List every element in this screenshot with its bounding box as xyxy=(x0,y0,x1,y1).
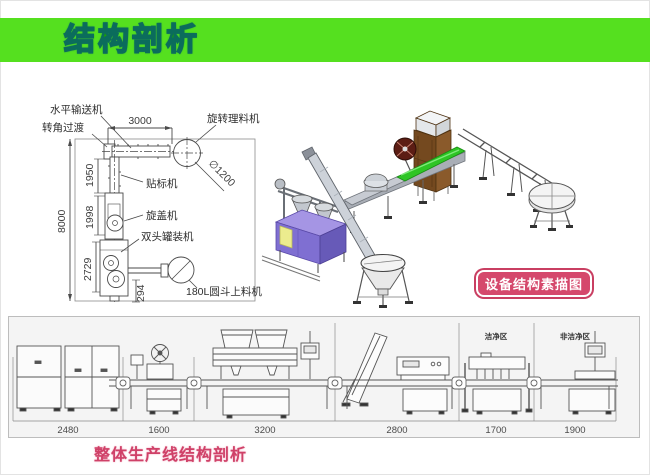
label-corner-transition: 转角过渡 xyxy=(42,121,84,134)
dim-1998: 1998 xyxy=(84,205,96,229)
section-dimensions: 2480 1600 3200 2800 1700 1900 xyxy=(57,425,585,436)
plan-schematic: 水平输送机 转角过渡 3000 旋转理料机 ∅1200 1950 贴标机 199… xyxy=(42,103,262,303)
filler-box xyxy=(99,239,129,297)
cabinet-units xyxy=(16,345,120,412)
rotary-table xyxy=(528,182,576,231)
label-reel xyxy=(393,137,417,173)
label-capper: 旋盖机 xyxy=(146,209,178,222)
dim-1950: 1950 xyxy=(84,163,96,187)
labeler-station xyxy=(130,344,182,415)
label-rotary-sorter: 旋转理料机 xyxy=(207,112,260,125)
elevator-and-sealer xyxy=(341,332,450,415)
header-bar xyxy=(0,18,650,62)
capper-circle xyxy=(106,214,124,232)
elevation-caption: 整体生产线结构剖析 xyxy=(94,447,248,464)
dome-turntable xyxy=(363,173,389,192)
dim-294: 294 xyxy=(135,284,147,302)
label-labeler: 贴标机 xyxy=(146,177,178,190)
dim-8000: 8000 xyxy=(56,209,68,233)
dim-1600: 1600 xyxy=(148,425,169,436)
dim-3200: 3200 xyxy=(254,425,275,436)
zone-labels: 洁净区 非洁净区 xyxy=(485,331,591,341)
dim-2729: 2729 xyxy=(82,257,94,281)
elevation-drawing: 2480 1600 3200 2800 1700 1900 洁净区 非洁净区 xyxy=(12,323,618,436)
section-dividers xyxy=(12,323,617,421)
conveyor-couplings xyxy=(115,376,542,390)
capping-station xyxy=(461,352,533,415)
dim-2800: 2800 xyxy=(386,425,407,436)
feed-hopper xyxy=(353,253,413,308)
checkweigher xyxy=(568,331,616,415)
elevation-panel: 2480 1600 3200 2800 1700 1900 洁净区 非洁净区 xyxy=(8,316,640,438)
counting-machine xyxy=(212,329,320,419)
dim-diameter: ∅1200 xyxy=(206,158,238,190)
dim-1900: 1900 xyxy=(564,425,585,436)
zone-non-clean: 非洁净区 xyxy=(560,331,590,341)
label-horizontal-conveyor: 水平输送机 xyxy=(50,103,103,116)
dim-1700: 1700 xyxy=(485,425,506,436)
schematic-lines xyxy=(68,115,256,303)
label-hopper-feeder: 180L圆斗上料机 xyxy=(186,285,262,298)
dim-2480: 2480 xyxy=(57,425,78,436)
isometric-illustration xyxy=(261,110,576,308)
page-title: 结构剖析 xyxy=(63,22,200,58)
boundary-rect xyxy=(74,138,256,302)
label-double-head-filler: 双头罐装机 xyxy=(141,230,194,243)
sketch-badge: 设备结构素描图 xyxy=(476,270,593,297)
dim-3000: 3000 xyxy=(128,115,152,127)
zone-clean: 洁净区 xyxy=(485,331,508,341)
